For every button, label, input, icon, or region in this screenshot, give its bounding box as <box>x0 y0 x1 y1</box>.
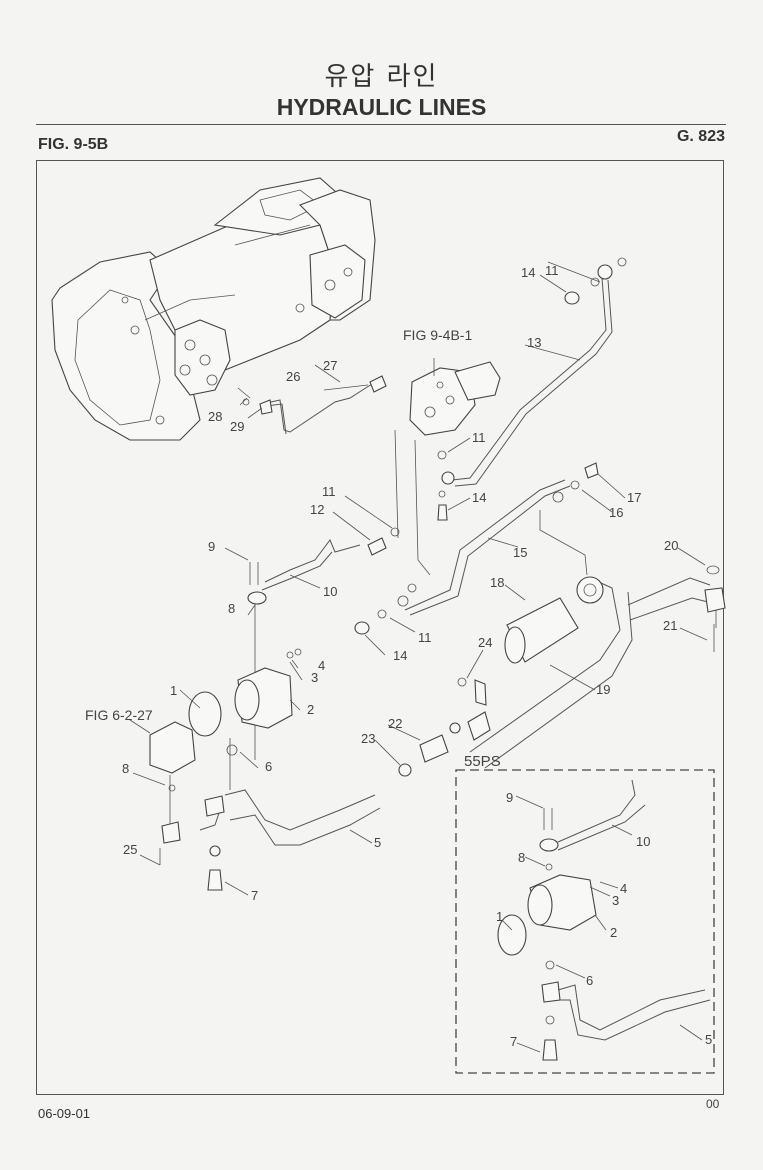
callout-20: 20 <box>664 538 678 553</box>
callout-15: 15 <box>513 545 527 560</box>
inset-callout-1: 1 <box>496 909 503 924</box>
inset-callout-4: 4 <box>620 881 627 896</box>
callout-3: 3 <box>311 670 318 685</box>
callout-14: 14 <box>521 265 535 280</box>
callout-2: 2 <box>307 702 314 717</box>
callout-8: 8 <box>122 761 129 776</box>
callout-24: 24 <box>478 635 492 650</box>
inset-callout-5: 5 <box>705 1032 712 1047</box>
inset-callout-6: 6 <box>586 973 593 988</box>
fig-ref-9-4b-1: FIG 9-4B-1 <box>403 327 472 343</box>
callout-1: 1 <box>170 683 177 698</box>
callout-23: 23 <box>361 731 375 746</box>
footer-page-code: 00 <box>706 1097 720 1111</box>
footer-date-code: 06-09-01 <box>38 1106 91 1121</box>
callout-6: 6 <box>265 759 272 774</box>
inset-callout-2: 2 <box>610 925 617 940</box>
pipe-lines <box>169 277 717 846</box>
page-title-korean: 유압 라인 <box>324 62 439 92</box>
fig-ref-6-2-27: FIG 6-2-27 <box>85 707 153 723</box>
callout-18: 18 <box>490 575 504 590</box>
small-components <box>149 257 726 891</box>
leader-lines <box>129 261 708 896</box>
callout-5: 5 <box>374 835 381 850</box>
callout-19: 19 <box>596 682 610 697</box>
callout-22: 22 <box>388 716 402 731</box>
inset-callout-3: 3 <box>612 893 619 908</box>
inset-callout-9: 9 <box>506 790 513 805</box>
inset-callout-8: 8 <box>518 850 525 865</box>
callout-11: 11 <box>545 263 559 278</box>
figure-number: FIG. 9-5B <box>38 136 109 153</box>
callout-28: 28 <box>208 409 222 424</box>
transmission-housing <box>51 177 376 441</box>
inset-callout-10: 10 <box>636 834 650 849</box>
callout-7: 7 <box>251 888 258 903</box>
callout-17: 17 <box>627 490 641 505</box>
callout-16: 16 <box>609 505 623 520</box>
callout-12: 12 <box>310 502 324 517</box>
callout-9: 9 <box>208 539 215 554</box>
callout-4: 4 <box>318 658 325 673</box>
callout-13: 13 <box>527 335 541 350</box>
group-number: G. 823 <box>676 128 725 145</box>
callout-14: 14 <box>472 490 486 505</box>
callout-11: 11 <box>472 430 486 445</box>
callout-27: 27 <box>323 358 337 373</box>
header-divider <box>36 124 726 125</box>
inset-55ps: 55PS 9 10 8 4 <box>455 753 715 1074</box>
callout-26: 26 <box>286 369 300 384</box>
callout-14: 14 <box>393 648 407 663</box>
callout-11: 11 <box>418 630 432 645</box>
callout-8: 8 <box>228 601 235 616</box>
callout-labels: 11 14 13 FIG 9-4B-1 27 26 28 29 11 14 11… <box>85 263 678 903</box>
callout-21: 21 <box>663 618 677 633</box>
inset-callout-7: 7 <box>510 1034 517 1049</box>
inset-label: 55PS <box>464 753 501 770</box>
callout-29: 29 <box>230 419 244 434</box>
control-valve-block <box>409 361 501 436</box>
callout-10: 10 <box>323 584 337 599</box>
diagram-frame <box>36 160 724 1095</box>
callout-11: 11 <box>322 484 336 499</box>
page-title: HYDRAULIC LINES <box>276 94 487 120</box>
callout-25: 25 <box>123 842 137 857</box>
